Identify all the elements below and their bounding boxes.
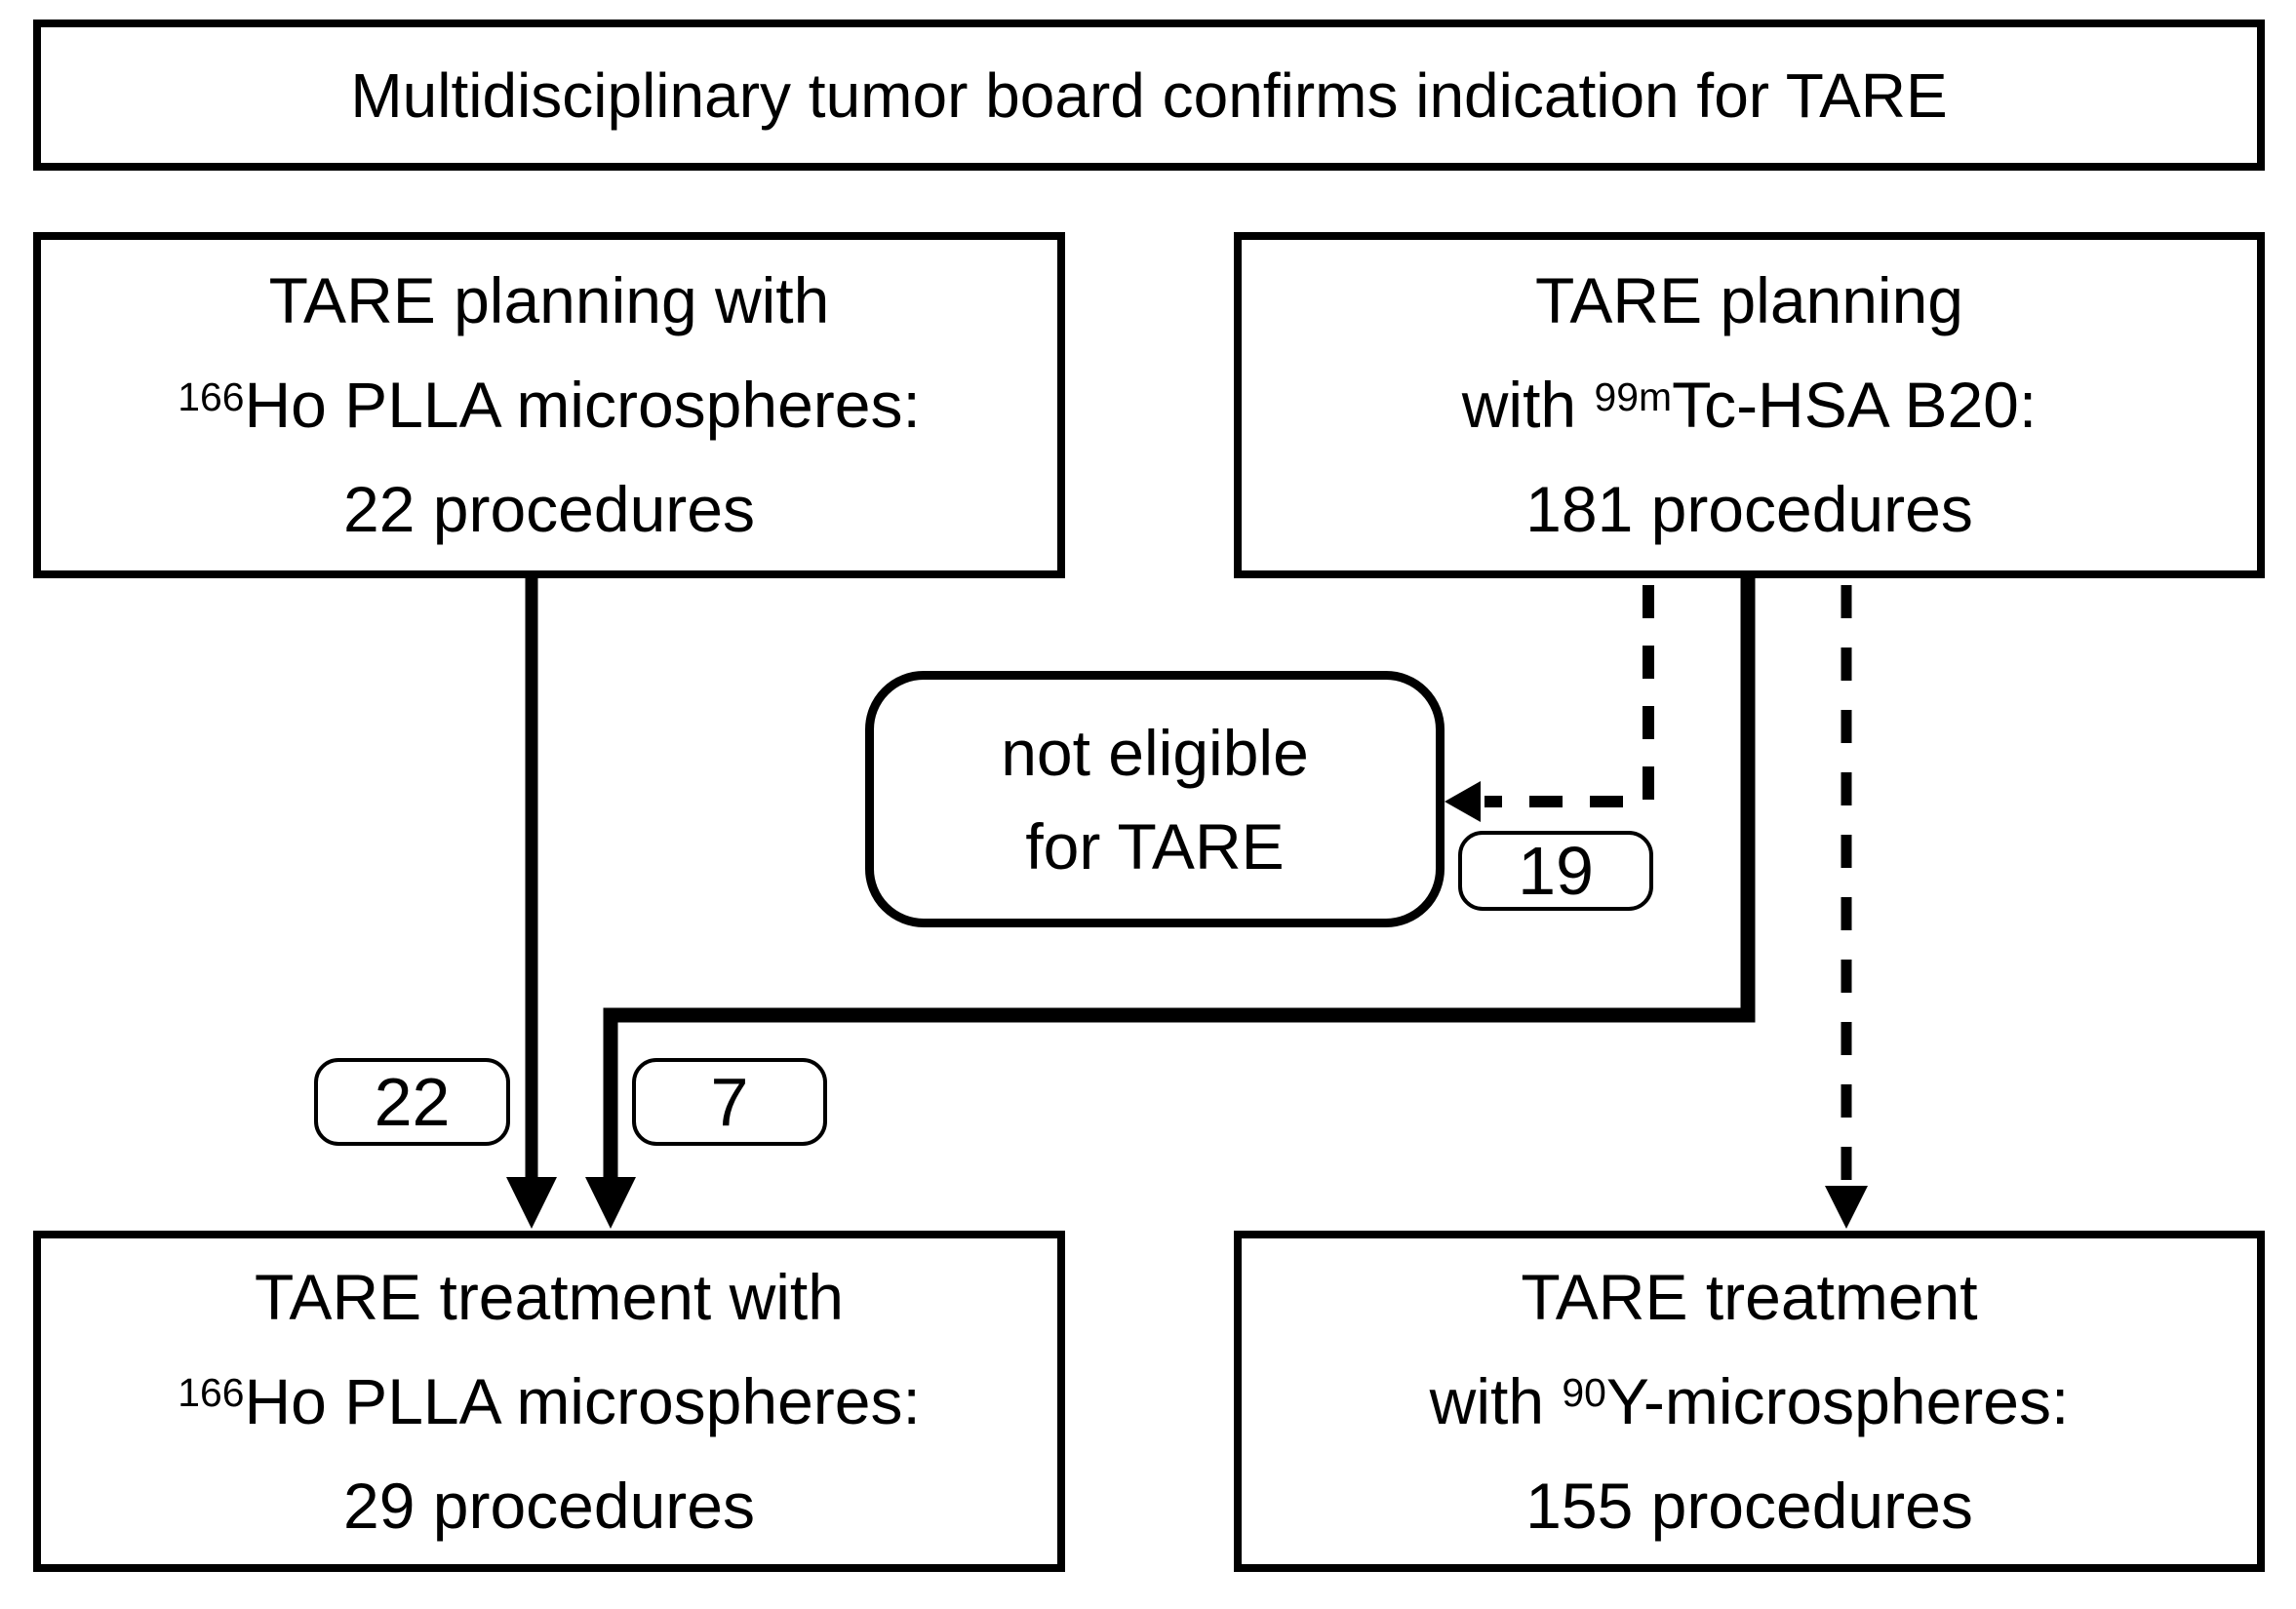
- dashed-arrow-19-line: [1484, 585, 1654, 807]
- solid-arrow-7-arrowhead-icon: [585, 1177, 636, 1229]
- planning-ho-line3: 22 procedures: [343, 473, 755, 545]
- treatment-y90-line1: TARE treatment: [1521, 1260, 1978, 1333]
- treatment-y90-line2-pre: with: [1429, 1364, 1563, 1437]
- treatment-y90-line3: 155 procedures: [1525, 1469, 1973, 1542]
- count-label-7: 7: [632, 1058, 827, 1146]
- not-eligible-line2: for TARE: [1025, 809, 1285, 883]
- dashed-arrow-19-arrowhead-icon: [1445, 781, 1481, 822]
- treatment-ho-line1: TARE treatment with: [255, 1260, 844, 1333]
- treatment-ho-isotope-sup: 166: [178, 1370, 245, 1416]
- planning-tc-line2: with 99mTc-HSA B20:: [1462, 353, 2037, 457]
- planning-tc-line3: 181 procedures: [1525, 473, 1973, 545]
- not-eligible-line1: not eligible: [1001, 716, 1309, 789]
- planning-tc-line2-pre: with: [1461, 369, 1595, 441]
- solid-arrow-22-arrowhead-icon: [506, 1177, 557, 1229]
- treatment-y90-isotope-sup: 90: [1562, 1370, 1606, 1416]
- planning-ho-line2: 166Ho PLLA microspheres:: [178, 353, 921, 457]
- treatment-ho-line3: 29 procedures: [343, 1469, 755, 1542]
- planning-tc-line2-text: Tc-HSA B20:: [1672, 369, 2038, 441]
- treatment-ho-line2: 166Ho PLLA microspheres:: [178, 1350, 921, 1454]
- planning-tc-box: TARE planning with 99mTc-HSA B20: 181 pr…: [1234, 232, 2265, 578]
- not-eligible-box: not eligible for TARE: [865, 671, 1445, 927]
- treatment-y90-box: TARE treatment with 90Y-microspheres: 15…: [1234, 1231, 2265, 1572]
- planning-ho-line1: TARE planning with: [268, 264, 830, 336]
- treatment-y90-line2-text: Y-microspheres:: [1605, 1364, 2070, 1437]
- treatment-ho-line2-text: Ho PLLA microspheres:: [244, 1364, 921, 1437]
- solid-arrow-7-line: [603, 576, 1756, 1182]
- count-label-22: 22: [314, 1058, 510, 1146]
- planning-tc-line1: TARE planning: [1534, 264, 1964, 336]
- tumor-board-box: Multidisciplinary tumor board confirms i…: [33, 20, 2265, 171]
- planning-ho-box: TARE planning with 166Ho PLLA microspher…: [33, 232, 1065, 578]
- planning-tc-isotope-sup: 99m: [1594, 373, 1673, 419]
- dashed-arrow-y90-arrowhead-icon: [1825, 1186, 1868, 1229]
- tumor-board-text: Multidisciplinary tumor board confirms i…: [350, 59, 1948, 131]
- treatment-ho-box: TARE treatment with 166Ho PLLA microsphe…: [33, 1231, 1065, 1572]
- planning-ho-isotope-sup: 166: [178, 373, 245, 419]
- planning-ho-line2-text: Ho PLLA microspheres:: [244, 369, 921, 441]
- count-label-19: 19: [1458, 831, 1653, 911]
- treatment-y90-line2: with 90Y-microspheres:: [1430, 1350, 2070, 1454]
